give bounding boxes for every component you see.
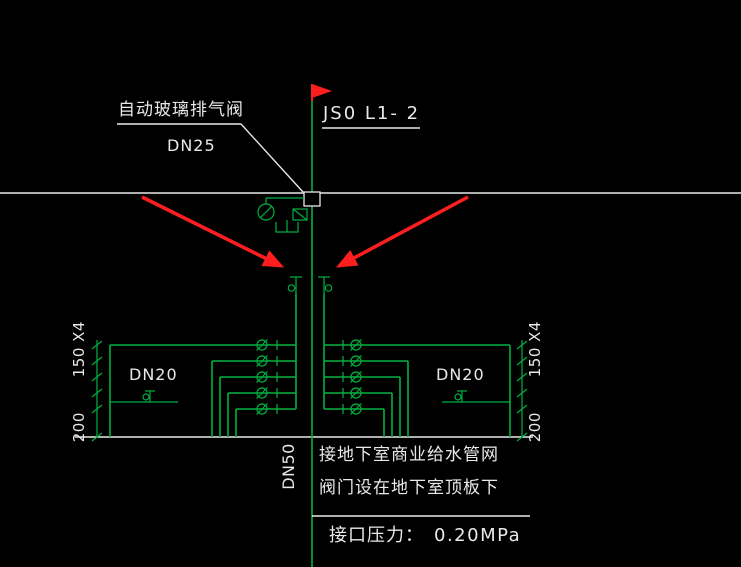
note-line1-label: 接地下室商业给水管网	[319, 445, 499, 465]
dimension-line-left	[91, 340, 103, 442]
branch-size-right-label: DN20	[436, 365, 485, 384]
branch-valve-icon	[342, 371, 362, 383]
dim-spacing-left-label: 150 X4	[69, 321, 88, 378]
branch-valve-icon	[256, 339, 278, 351]
pressure-value: 0.20MPa	[434, 525, 522, 546]
note-line2-label: 阀门设在地下室顶板下	[319, 478, 499, 498]
left-branch-manifold	[109, 344, 296, 437]
branch-valve-icon	[342, 355, 362, 367]
branch-size-left-label: DN20	[129, 365, 178, 384]
callout-arrow-right-icon	[335, 195, 469, 268]
dim-spacing-right-label: 150 X4	[525, 321, 544, 378]
branch-valve-icon	[256, 403, 278, 415]
flag-icon	[311, 84, 332, 101]
tap-valve-icon	[454, 390, 467, 402]
branch-valve-icon	[342, 339, 362, 351]
branch-valve-icon	[256, 387, 278, 399]
riser-id-label: JS0 L1- 2	[323, 103, 421, 124]
branch-valve-icon	[342, 403, 362, 415]
valve-box-icon	[303, 191, 321, 207]
right-branch-manifold	[324, 344, 511, 437]
dim-offset-right-label: 200	[525, 412, 544, 443]
pressure-gauge-icon	[257, 197, 304, 221]
auto-exhaust-valve-label: 自动玻璃排气阀	[118, 100, 244, 120]
exhaust-valve-assembly	[257, 191, 321, 233]
exhaust-label-leader-line	[240, 123, 304, 193]
shutoff-valve-icon	[318, 276, 333, 294]
callout-arrow-left-icon	[141, 195, 285, 268]
shutoff-valve-icon	[287, 276, 302, 294]
main-pipe-size-label: DN50	[279, 443, 299, 490]
branch-valve-icon	[256, 371, 278, 383]
reducer-valve-icon	[292, 208, 308, 221]
drain-funnel-icon	[275, 220, 299, 233]
branch-valve-icon	[256, 355, 278, 367]
dim-offset-left-label: 200	[69, 412, 88, 443]
auto-exhaust-valve-size-label: DN25	[167, 136, 216, 155]
sub-riser-pipes	[295, 294, 325, 409]
tap-valve-icon	[142, 390, 155, 402]
dimension-line-right	[516, 340, 528, 442]
pressure-label: 接口压力：	[329, 525, 424, 546]
branch-valve-icon	[342, 387, 362, 399]
